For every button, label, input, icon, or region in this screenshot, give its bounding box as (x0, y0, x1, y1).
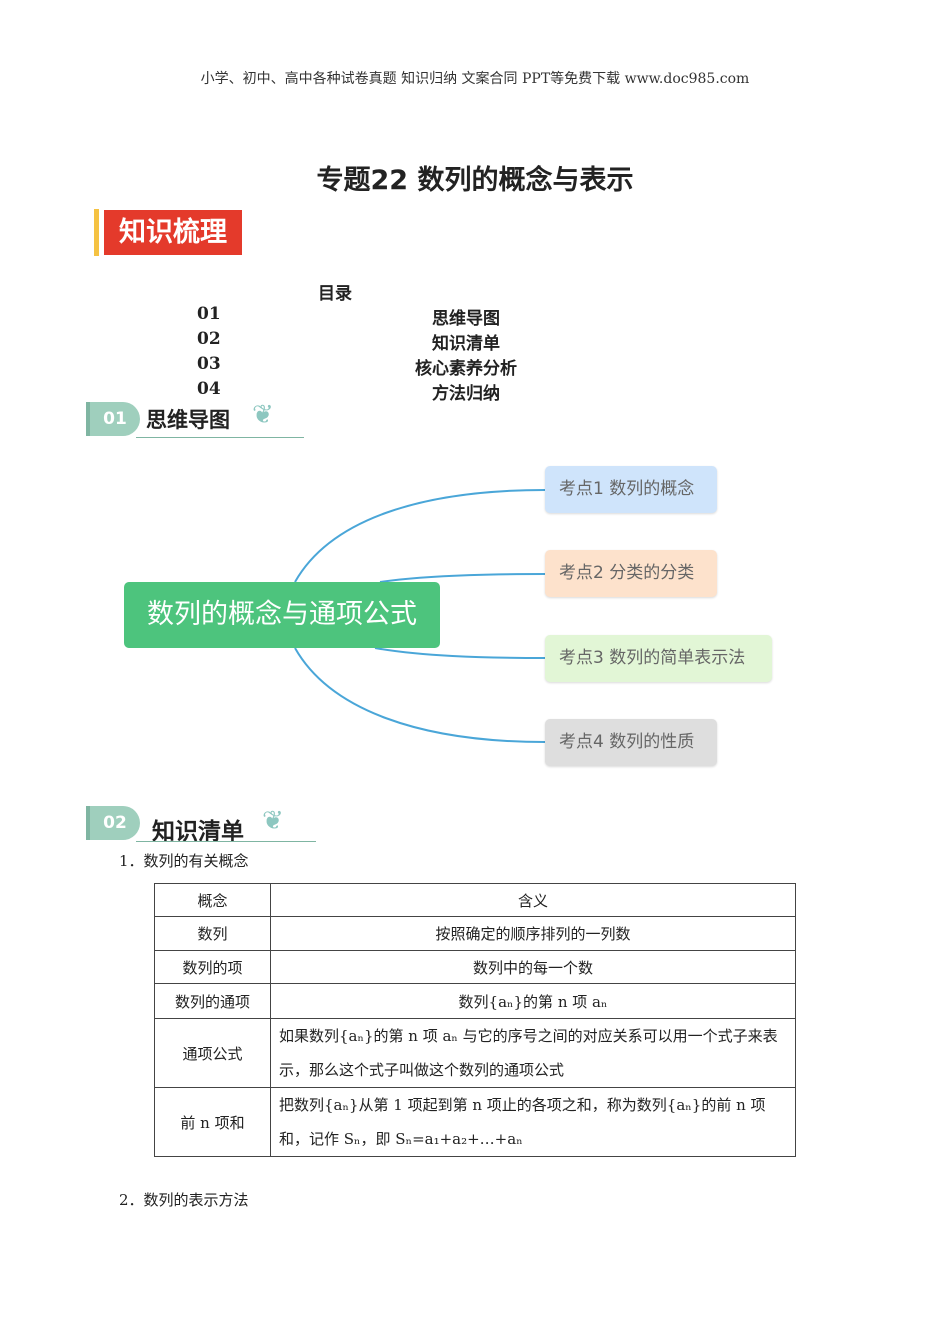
cell: 如果数列{aₙ}的第 n 项 aₙ 与它的序号之间的对应关系可以用一个式子来表示… (270, 1018, 796, 1088)
table-header-row: 概念含义 (154, 883, 796, 917)
mindmap-connectors (294, 489, 546, 743)
connector-2 (379, 573, 546, 583)
toc-item: 方法归纳 (432, 384, 500, 404)
table-row: 前 n 项和把数列{aₙ}从第 1 项起到第 n 项止的各项之和，称为数列{aₙ… (154, 1087, 796, 1157)
toc-heading: 目录 (318, 284, 352, 304)
table-row: 通项公式如果数列{aₙ}的第 n 项 aₙ 与它的序号之间的对应关系可以用一个式… (154, 1018, 796, 1088)
table-row: 数列的通项数列{aₙ}的第 n 项 aₙ (154, 983, 796, 1019)
cell: 按照确定的顺序排列的一列数 (270, 916, 796, 951)
header-cell: 含义 (270, 883, 796, 917)
section-label: 知识清单 (152, 819, 244, 845)
mindmap-node: 考点2 分类的分类 (545, 550, 717, 597)
mindmap-node: 考点4 数列的性质 (545, 719, 717, 766)
leaf-icon: ❦ (262, 806, 284, 836)
toc-item: 核心素养分析 (415, 359, 517, 379)
cell: 数列{aₙ}的第 n 项 aₙ (270, 983, 796, 1019)
cell: 数列 (154, 916, 271, 951)
section-label: 思维导图 (146, 408, 230, 432)
mindmap-center: 数列的概念与通项公式 (124, 582, 440, 648)
mindmap-node: 考点3 数列的简单表示法 (545, 635, 772, 682)
mindmap-node: 考点1 数列的概念 (545, 466, 717, 513)
cell: 数列的项 (154, 950, 271, 984)
cell: 数列中的每一个数 (270, 950, 796, 984)
toc-num: 04 (197, 379, 221, 399)
table-row: 数列按照确定的顺序排列的一列数 (154, 916, 796, 951)
header-cell: 概念 (154, 883, 271, 917)
page-title: 专题22 数列的概念与表示 (316, 165, 634, 196)
toc-item: 知识清单 (432, 334, 500, 354)
divider (136, 437, 304, 438)
connector-4 (294, 647, 546, 743)
section-number: 02 (86, 806, 140, 840)
cell: 通项公式 (154, 1018, 271, 1088)
section-heading-02: 02 知识清单 ❦ (86, 802, 318, 845)
paragraph: 1．数列的有关概念 (119, 852, 249, 870)
page-header: 小学、初中、高中各种试卷真题 知识归纳 文案合同 PPT等免费下载 www.do… (200, 71, 750, 87)
section-number: 01 (86, 402, 140, 436)
toc-num: 01 (197, 304, 221, 324)
section-accent-bar (94, 209, 99, 256)
paragraph: 2．数列的表示方法 (119, 1191, 249, 1209)
cell: 前 n 项和 (154, 1087, 271, 1157)
cell: 数列的通项 (154, 983, 271, 1019)
table-row: 数列的项数列中的每一个数 (154, 950, 796, 984)
leaf-icon: ❦ (252, 400, 274, 430)
toc-num: 03 (197, 354, 221, 374)
toc-num: 02 (197, 329, 221, 349)
section-badge: 知识梳理 (104, 210, 242, 255)
connector-1 (294, 489, 546, 583)
section-heading-01: 01 思维导图 ❦ (86, 398, 306, 438)
toc-item: 思维导图 (432, 309, 500, 329)
connector-3 (374, 647, 546, 659)
divider (136, 841, 316, 842)
concept-table: 概念含义 数列按照确定的顺序排列的一列数 数列的项数列中的每一个数 数列的通项数… (154, 883, 796, 1157)
cell: 把数列{aₙ}从第 1 项起到第 n 项止的各项之和，称为数列{aₙ}的前 n … (270, 1087, 796, 1157)
